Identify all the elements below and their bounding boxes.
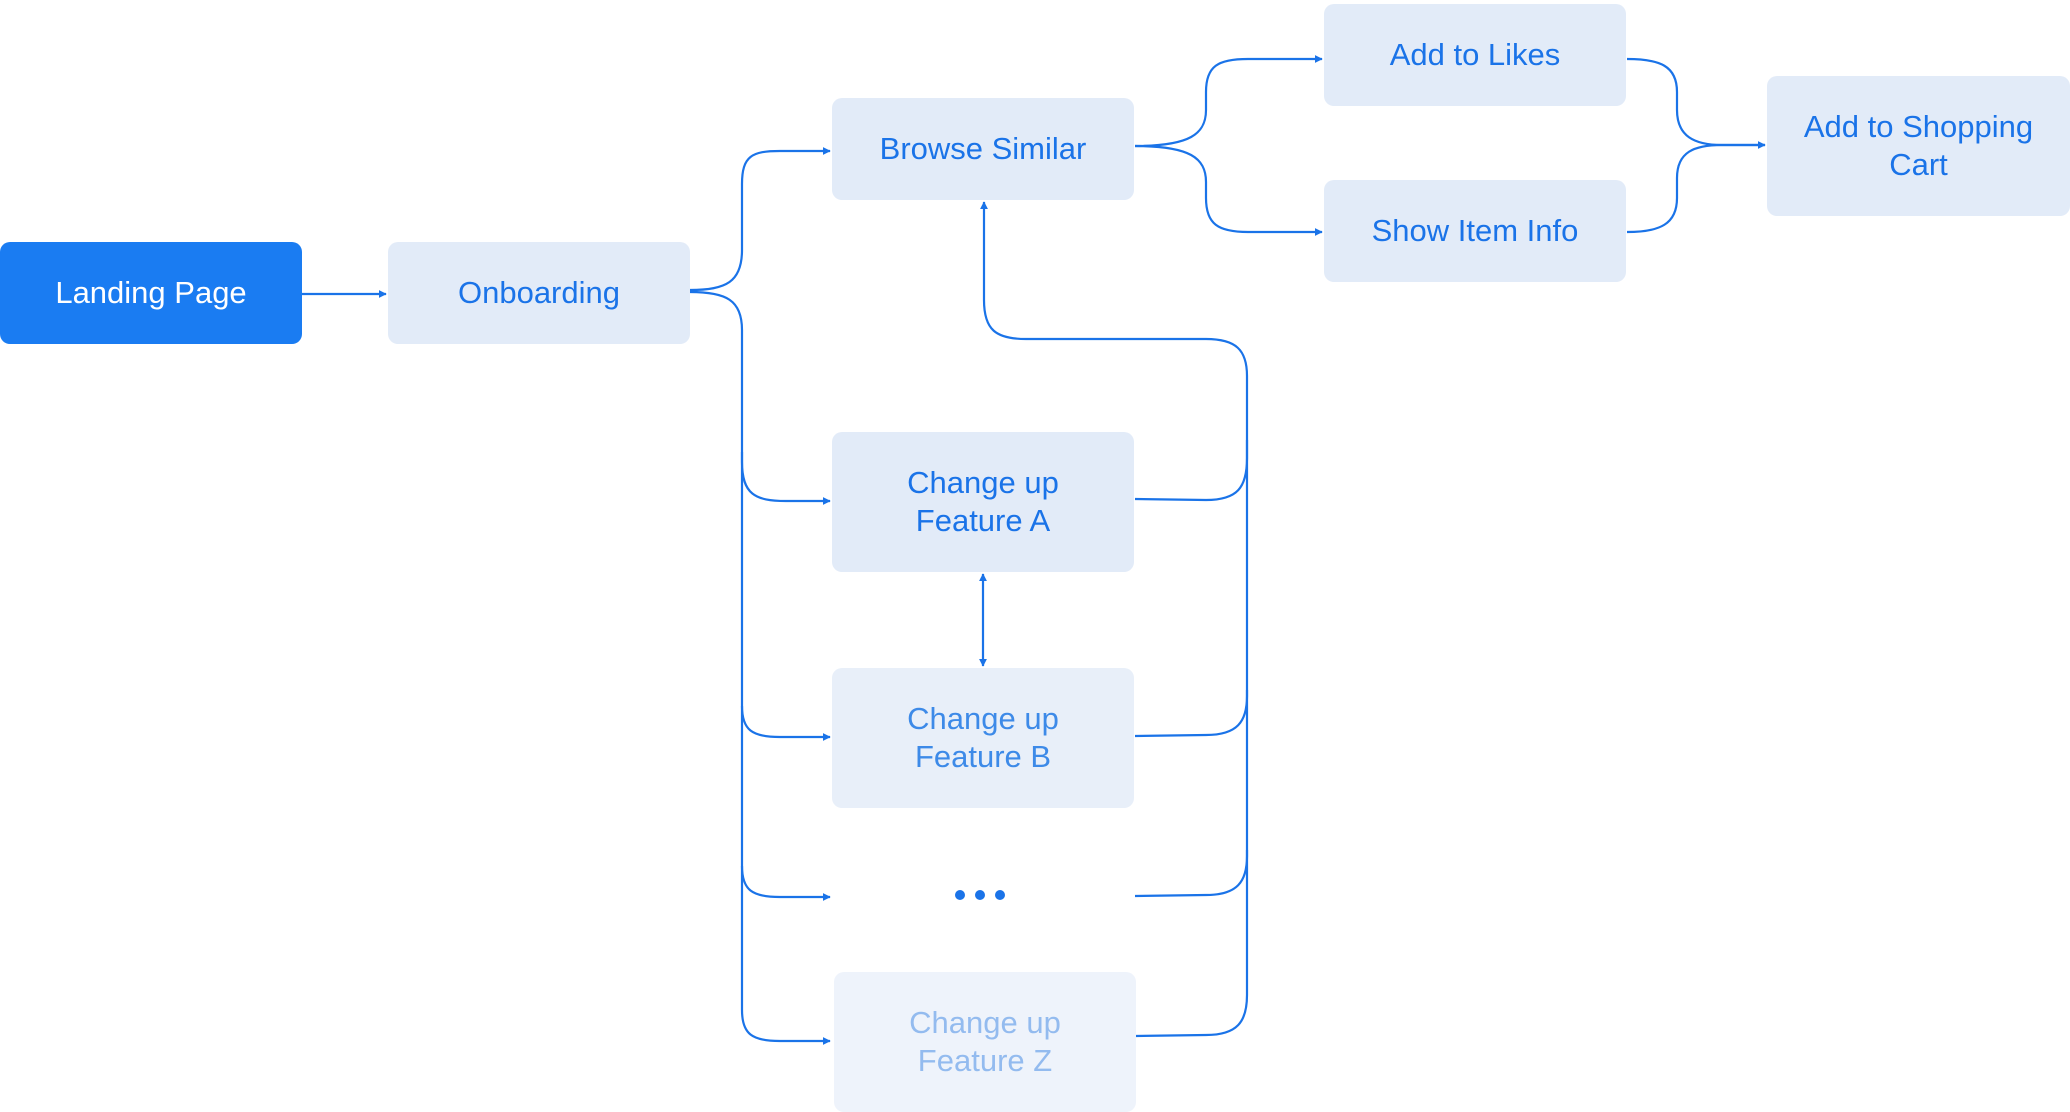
connector-onboarding-feature-a (689, 290, 831, 505)
node-add-to-likes: Add to Likes (1324, 4, 1626, 106)
connector-feature-b-return (1134, 440, 1249, 738)
node-show-item-info: Show Item Info (1324, 180, 1626, 282)
connector-onboarding-browse (689, 147, 831, 292)
connector-feature-z-return (1134, 850, 1249, 1038)
ellipsis-dot (955, 890, 965, 900)
connector-trunk-feature-z (740, 866, 831, 1045)
node-change-up-feature-b: Change up Feature B (832, 668, 1134, 808)
node-change-up-feature-z: Change up Feature Z (834, 972, 1136, 1112)
ellipsis-dot (995, 890, 1005, 900)
connector-trunk-ellipsis (740, 706, 831, 901)
connector-browse-info (1134, 144, 1323, 236)
node-browse-similar: Browse Similar (832, 98, 1134, 200)
connector-browse-likes (1134, 55, 1323, 148)
connector-ellipsis-return (1134, 690, 1249, 898)
ellipsis-icon (940, 882, 1020, 908)
connector-info-cart (1626, 143, 1765, 234)
connector-feature-a-return (980, 201, 1249, 502)
connector-likes-cart (1626, 57, 1766, 149)
ellipsis-dot (975, 890, 985, 900)
node-landing-page: Landing Page (0, 242, 302, 344)
node-add-to-shopping-cart: Add to Shopping Cart (1767, 76, 2070, 216)
node-onboarding: Onboarding (388, 242, 690, 344)
node-change-up-feature-a: Change up Feature A (832, 432, 1134, 572)
